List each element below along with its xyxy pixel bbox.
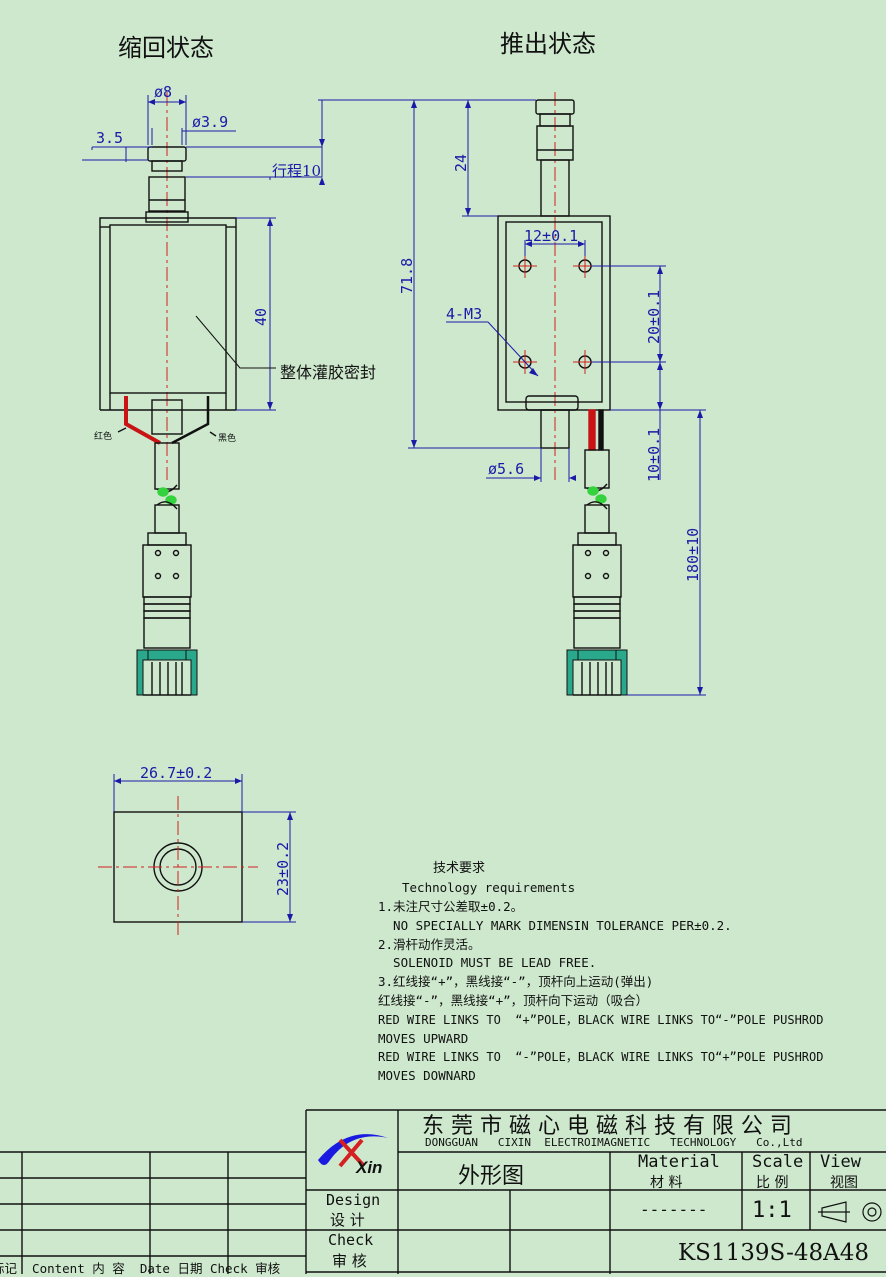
notes-list: 1.未注尺寸公差取±0.2。 NO SPECIALLY MARK DIMENSI… (378, 898, 823, 1086)
note-line: 3.红线接“+”，黑线接“-”，顶杆向上运动(弹出) (378, 974, 654, 990)
note-line: 2.滑杆动作灵活。 (378, 936, 481, 952)
material-value: ------- (640, 1200, 708, 1219)
revision-header: 标记 Content 内 容 Date 日期 Check 审核 (0, 1261, 281, 1276)
dim-24-label: 24 (452, 153, 470, 172)
logo-text: Xin (356, 1158, 383, 1177)
title-block-grid (0, 1109, 886, 1274)
retracted-view (82, 92, 325, 696)
dim-hole-pitch-x-label: 12±0.1 (524, 227, 579, 245)
bottom-view (98, 774, 296, 938)
dim-d3_9-label: ø3.9 (192, 113, 229, 131)
dim-23-label: 23±0.2 (274, 841, 292, 896)
material-label-cn: 材 料 (650, 1175, 683, 1191)
note-line: MOVES DOWNARD (378, 1068, 476, 1084)
design-label-en: Design (326, 1191, 381, 1209)
dim-d8-label: ø8 (154, 83, 173, 101)
black-wire-label: 黑色 (218, 434, 237, 444)
dim-hole-pitch-y-label: 20±0.1 (645, 289, 663, 344)
check-label-en: Check (328, 1231, 374, 1249)
design-label-cn: 设 计 (330, 1211, 365, 1229)
note-line: RED WIRE LINKS TO “-”POLE，BLACK WIRE LIN… (378, 1050, 824, 1065)
dim-d5_6-label: ø5.6 (488, 460, 525, 478)
dim-3_5-label: 3.5 (96, 129, 124, 147)
extended-view (318, 92, 706, 696)
notes-title-cn: 技术要求 (433, 861, 486, 876)
note-line: RED WIRE LINKS TO “+”POLE，BLACK WIRE LIN… (378, 1012, 824, 1027)
dim-10-label: 10±0.1 (645, 427, 663, 482)
projection-symbol-icon (818, 1201, 882, 1223)
note-line: 1.未注尺寸公差取±0.2。 (378, 899, 524, 914)
red-wire-label: 红色 (94, 432, 113, 442)
check-label-cn: 审 核 (332, 1252, 367, 1270)
note-line: NO SPECIALLY MARK DIMENSIN TOLERANCE PER… (378, 917, 732, 933)
material-label-en: Material (638, 1152, 720, 1172)
dim-lead-label: 180±10 (684, 527, 702, 582)
scale-label-en: Scale (752, 1152, 804, 1172)
scale-label-cn: 比 例 (756, 1175, 789, 1191)
dim-26_7-label: 26.7±0.2 (140, 764, 213, 782)
notes-title-en: Technology requirements (402, 880, 576, 895)
extended-title: 推出状态 (500, 30, 596, 58)
note-line: SOLENOID MUST BE LEAD FREE. (378, 955, 597, 971)
dim-d8 (82, 95, 323, 411)
note-line: MOVES UPWARD (378, 1030, 469, 1046)
company-logo-mark (318, 1134, 388, 1168)
dim-40-label: 40 (252, 307, 270, 326)
drawing-name: 外形图 (458, 1164, 525, 1189)
view-label-cn: 视图 (830, 1175, 858, 1191)
view-label-en: View (820, 1152, 861, 1172)
retracted-title: 缩回状态 (118, 34, 214, 62)
potting-label: 整体灌胶密封 (280, 363, 377, 382)
company-name-en: DONGGUAN CIXIN ELECTROIMAGNETIC TECHNOLO… (425, 1136, 803, 1149)
scale-value: 1:1 (752, 1198, 792, 1223)
dim-holes-label: 4-M3 (446, 305, 483, 323)
company-name-cn: 东 莞 市 磁 心 电 磁 科 技 有 限 公 司 (422, 1114, 792, 1139)
note-line: 红线接“-”，黑线接“+”，顶杆向下运动（吸合） (378, 992, 649, 1008)
dim-stroke-label: 行程10 (272, 162, 322, 180)
part-number: KS1139S-48A48 (678, 1240, 869, 1266)
dim-71_8-label: 71.8 (398, 257, 416, 294)
